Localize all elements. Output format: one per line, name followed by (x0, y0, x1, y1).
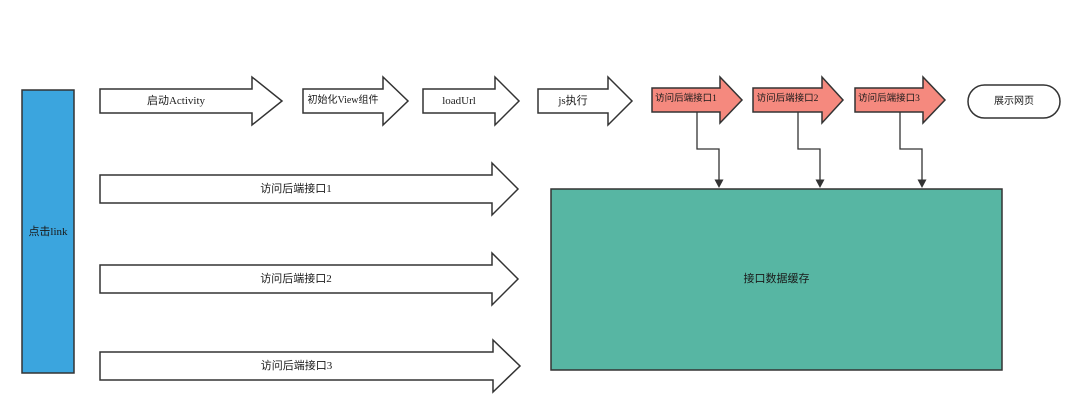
parallel-api-3-arrow (99, 338, 522, 394)
backend-api-2-arrow (752, 75, 845, 125)
connector-api1-to-cache (696, 112, 720, 181)
connector-api1-arrowhead-icon (714, 179, 724, 188)
backend-api-3-arrow (854, 75, 947, 125)
click-link-node (21, 89, 75, 374)
backend-api-1-arrow (651, 75, 744, 125)
start-activity-arrow (99, 75, 284, 127)
js-exec-arrow (537, 75, 634, 127)
connector-api2-arrowhead-icon (815, 179, 825, 188)
connector-api3-arrowhead-icon (917, 179, 927, 188)
connector-api3-to-cache (899, 112, 923, 181)
load-url-arrow (422, 75, 521, 127)
cache-node (550, 188, 1003, 371)
connector-api2-to-cache (797, 112, 821, 181)
parallel-api-2-arrow (99, 251, 520, 307)
show-page-terminator (967, 84, 1061, 119)
parallel-api-1-arrow (99, 161, 520, 217)
init-view-arrow (302, 75, 410, 127)
